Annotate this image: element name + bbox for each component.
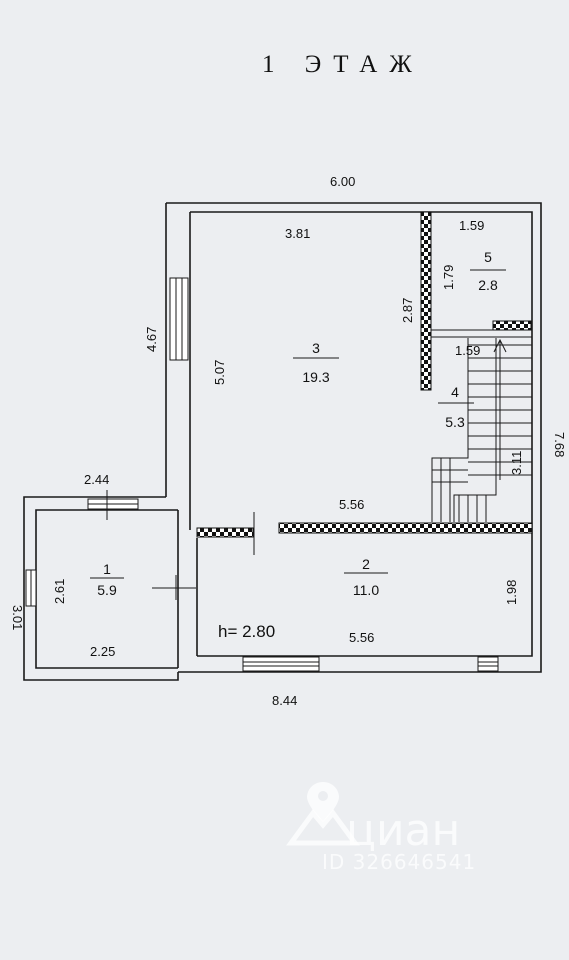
window-bottom-right: [477, 656, 499, 672]
partition-vertical: [420, 211, 432, 391]
room-1-label: 1 5.9: [90, 561, 124, 598]
watermark-brand: циан: [346, 805, 460, 856]
dim-room3-top: 3.81: [285, 226, 310, 241]
room-area: 5.9: [97, 582, 117, 598]
room-area: 19.3: [302, 369, 329, 385]
outer-walls: [23, 202, 542, 681]
dim-stair-width: 1.59: [455, 343, 480, 358]
partition-horizontal-right: [278, 522, 533, 534]
room-3-label: 3 19.3: [293, 340, 339, 385]
dim-partition-height: 2.87: [400, 298, 415, 323]
window-bottom: [242, 656, 320, 672]
room-number: 4: [451, 384, 459, 400]
dim-room5-top: 1.59: [459, 218, 484, 233]
room-area: 11.0: [353, 582, 379, 598]
room-number: 1: [103, 561, 111, 577]
dim-stair-height: 3.11: [509, 451, 524, 475]
window-room1-left: [25, 569, 37, 607]
dim-room2-bottom: 5.56: [349, 630, 374, 645]
location-pin-icon: [286, 782, 360, 846]
room-2-label: 2 11.0: [344, 556, 388, 598]
dim-mid-width: 5.56: [339, 497, 364, 512]
room-number: 2: [362, 556, 370, 572]
room-number: 5: [484, 249, 492, 265]
partition-room5: [492, 320, 532, 331]
staircase: [431, 338, 532, 522]
dim-room3-height: 5.07: [212, 360, 227, 385]
ceiling-height-label: h= 2.80: [218, 622, 275, 641]
window-left-upper: [169, 277, 189, 361]
dim-room2-height: 1.98: [504, 580, 519, 605]
room-5-label: 5 2.8: [470, 249, 506, 293]
floor-title: 1 ЭТАЖ: [262, 51, 424, 78]
dim-room1-height: 2.61: [52, 579, 67, 604]
dim-left-total: 3.01: [10, 605, 25, 630]
dim-room1-bottom: 2.25: [90, 644, 115, 659]
window-room1-top: [87, 498, 139, 510]
room-number: 3: [312, 340, 320, 356]
watermark-listing-id: ID 326646541: [322, 850, 476, 874]
room-area: 2.8: [478, 277, 498, 293]
room-4-label: 4 5.3: [438, 384, 474, 430]
room-area: 5.3: [445, 414, 465, 430]
watermark: циан ID 326646541: [286, 782, 476, 874]
dim-right-total: 7.68: [552, 432, 567, 457]
dim-bottom-total: 8.44: [272, 693, 297, 708]
dim-room5-height: 1.79: [441, 265, 456, 290]
dim-room1-top: 2.44: [84, 472, 109, 487]
dim-left-upper: 4.67: [144, 327, 159, 352]
partition-horizontal-left: [196, 527, 254, 538]
dim-top-width: 6.00: [330, 174, 355, 189]
door-room1: [152, 575, 196, 600]
